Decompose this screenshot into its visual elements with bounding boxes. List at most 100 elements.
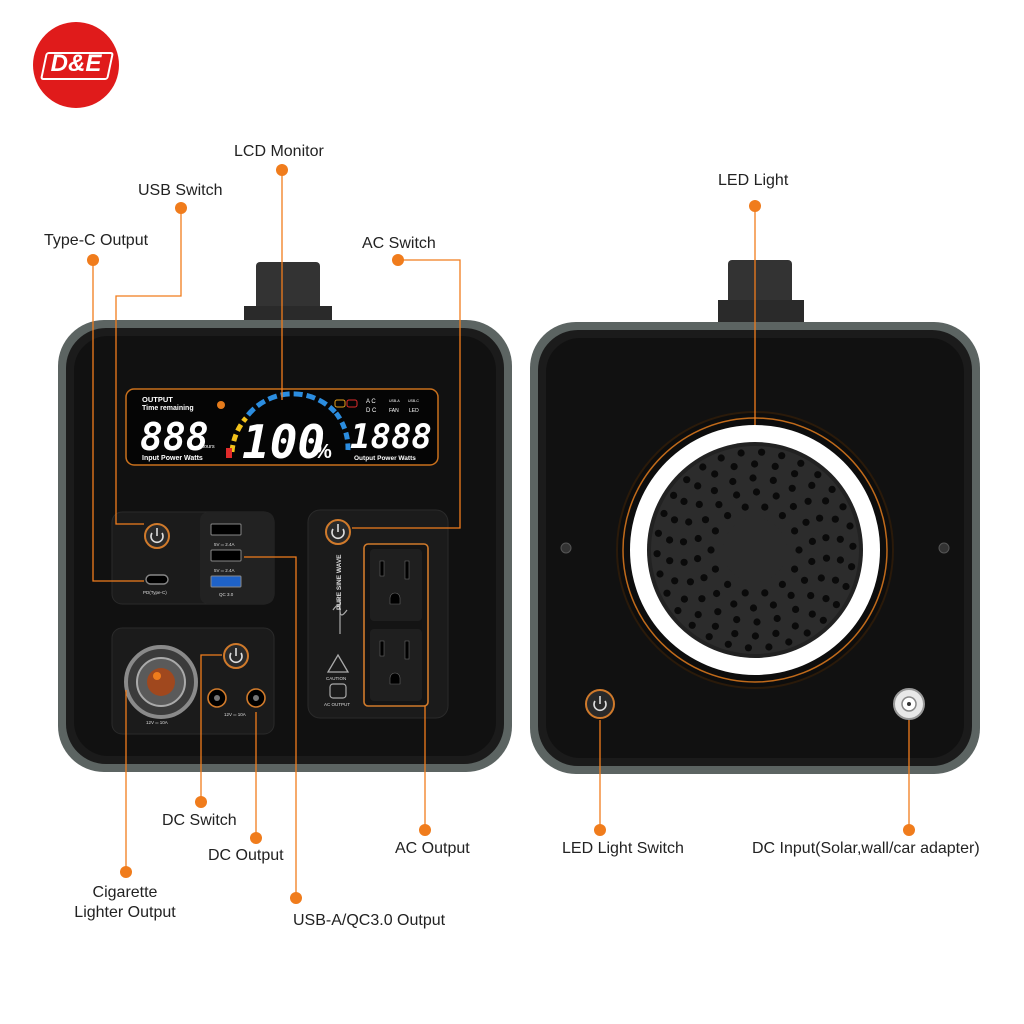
pure-sine-label: PURE SINE WAVE bbox=[336, 554, 343, 610]
grill-hole bbox=[769, 476, 777, 484]
brand-logo-text: D&E bbox=[50, 50, 102, 77]
grill-hole bbox=[761, 589, 769, 597]
grill-hole bbox=[656, 570, 664, 578]
grill-hole bbox=[729, 477, 737, 486]
grill-hole bbox=[710, 487, 719, 495]
grill-hole bbox=[680, 497, 688, 505]
grill-hole bbox=[808, 537, 817, 546]
callout-ac-switch: AC Switch bbox=[362, 235, 436, 252]
grill-hole bbox=[707, 546, 715, 554]
callout-cigarette-line2: Lighter Output bbox=[74, 904, 176, 921]
grill-hole bbox=[842, 582, 850, 591]
caution-icon bbox=[326, 653, 350, 673]
grill-hole bbox=[730, 463, 738, 471]
grill-hole bbox=[791, 470, 799, 478]
grill-hole bbox=[836, 556, 845, 564]
grill-hole bbox=[814, 471, 822, 479]
usb-rating-2: 5V ═ 2.4A bbox=[214, 568, 234, 573]
grill-hole bbox=[822, 497, 830, 505]
grill-hole bbox=[724, 640, 732, 648]
grill-hole bbox=[698, 595, 706, 603]
callout-dot-lcd bbox=[276, 164, 288, 176]
brand-logo: D&E bbox=[33, 22, 119, 108]
grill-hole bbox=[791, 565, 799, 573]
back-handle bbox=[728, 260, 792, 310]
grill-hole bbox=[751, 632, 760, 640]
grill-hole bbox=[666, 557, 674, 565]
callout-ac-output: AC Output bbox=[395, 840, 470, 857]
grill-hole bbox=[819, 616, 827, 624]
type-c-port bbox=[145, 574, 169, 585]
lcd-battery-arc bbox=[226, 391, 351, 458]
grill-hole bbox=[660, 509, 668, 518]
grill-hole bbox=[688, 621, 696, 629]
grill-hole bbox=[849, 542, 857, 550]
callout-dot-ac-output bbox=[419, 824, 431, 836]
grill-hole bbox=[797, 459, 805, 467]
grill-hole bbox=[832, 601, 841, 609]
dc-rating-label: 12V ═ 10A bbox=[224, 712, 246, 717]
grill-hole bbox=[765, 643, 773, 651]
lcd-hours-label: Hours bbox=[200, 444, 215, 450]
grill-hole bbox=[670, 516, 679, 524]
screw-left bbox=[560, 542, 572, 554]
grill-hole bbox=[744, 644, 753, 652]
callout-usb-a-output: USB-A/QC3.0 Output bbox=[293, 912, 446, 929]
callout-type-c-output: Type-C Output bbox=[44, 232, 149, 249]
grill-hole bbox=[791, 622, 799, 630]
screw-right bbox=[938, 542, 950, 554]
lcd-time-remaining: Time remaining bbox=[142, 405, 194, 412]
grill-hole bbox=[671, 577, 679, 585]
grill-hole bbox=[773, 614, 781, 623]
grill-hole bbox=[778, 452, 786, 460]
grill-hole bbox=[753, 618, 761, 626]
callout-dot-usb-switch bbox=[175, 202, 187, 214]
grill-hole bbox=[733, 616, 741, 624]
grill-hole bbox=[804, 497, 812, 505]
grill-hole bbox=[761, 503, 769, 511]
grill-hole bbox=[808, 481, 816, 489]
callout-dot-type-c bbox=[87, 254, 99, 266]
grill-hole bbox=[711, 527, 720, 535]
grill-hole bbox=[686, 578, 695, 586]
lcd-output-power: Output Power Watts bbox=[354, 455, 416, 462]
ac-output-icon bbox=[329, 683, 347, 699]
grill-hole bbox=[694, 482, 702, 490]
panel-labels: 5V ═ 2.4A 5V ═ 2.4A QC 3.0 PD(Type-C) PU… bbox=[143, 542, 350, 725]
pd-label: PD(Type-C) bbox=[143, 590, 167, 595]
grill-hole bbox=[846, 522, 854, 530]
grill-hole bbox=[772, 629, 780, 638]
grill-hole bbox=[769, 601, 778, 609]
callout-dot-dc-output bbox=[250, 832, 262, 844]
grill-hole bbox=[730, 600, 738, 608]
usb-a-port-2 bbox=[210, 549, 242, 562]
grill-hole bbox=[701, 516, 710, 524]
fan-grill-holes bbox=[653, 448, 857, 652]
grill-hole bbox=[831, 576, 840, 584]
callout-led-light-switch: LED Light Switch bbox=[562, 840, 684, 857]
grill-hole bbox=[680, 595, 689, 603]
sine-wave-icon bbox=[332, 598, 348, 634]
grill-hole bbox=[800, 576, 809, 584]
grill-hole bbox=[785, 638, 793, 646]
grill-hole bbox=[654, 529, 663, 537]
lcd-led-indicator: LED bbox=[409, 408, 419, 414]
lcd-output-label: OUTPUT bbox=[142, 395, 173, 404]
grill-hole bbox=[808, 610, 816, 618]
grill-hole bbox=[685, 518, 693, 526]
grill-hole bbox=[789, 502, 798, 511]
callout-dot-led-light bbox=[749, 200, 761, 212]
qc-label: QC 3.0 bbox=[219, 592, 234, 597]
callout-cigarette-line1: Cigarette bbox=[92, 884, 158, 901]
grill-hole bbox=[680, 558, 688, 566]
lcd-percent-sign: % bbox=[314, 441, 332, 463]
grill-hole bbox=[839, 503, 847, 511]
lcd-usb-c-indicator: USB-C bbox=[408, 399, 419, 403]
grill-hole bbox=[666, 536, 674, 544]
callout-dot-dc-input bbox=[903, 824, 915, 836]
lcd-watts-digits: 1888 bbox=[350, 417, 432, 457]
grill-hole bbox=[836, 535, 844, 543]
usb-rating-1: 5V ═ 2.4A bbox=[214, 542, 234, 547]
lcd-fan-indicator: FAN bbox=[389, 408, 399, 414]
